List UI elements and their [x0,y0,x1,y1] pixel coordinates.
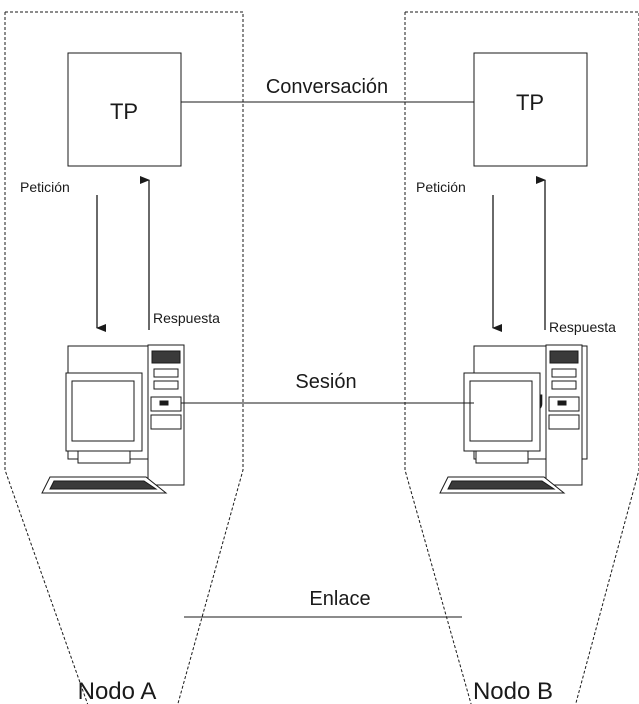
node-b-request-label: Petición [416,179,466,195]
node-b-response-label: Respuesta [549,319,616,335]
node-a-tp-box [67,52,182,167]
node-b-tp-label: TP [516,90,544,115]
node-a-tp-label: TP [110,99,138,124]
node-b-name: Nodo B [473,678,553,704]
node-a-name: Nodo A [78,678,157,704]
session-label: Sesión [295,371,356,393]
node-a-group: TP LU Petición Respuesta Nodo [4,11,244,704]
link-label: Enlace [309,588,370,610]
computer-b-icon [439,344,583,494]
node-b-tp-box [473,52,588,167]
node-b-group: TP LU Petición Respuesta Nodo B [404,11,639,704]
node-a-request-label: Petición [20,179,70,195]
node-a-response-label: Respuesta [153,310,220,326]
computer-a-icon [41,344,185,494]
node-a-zoom-outline [4,11,244,704]
node-b-zoom-outline [404,11,639,704]
conversation-label: Conversación [266,76,388,98]
